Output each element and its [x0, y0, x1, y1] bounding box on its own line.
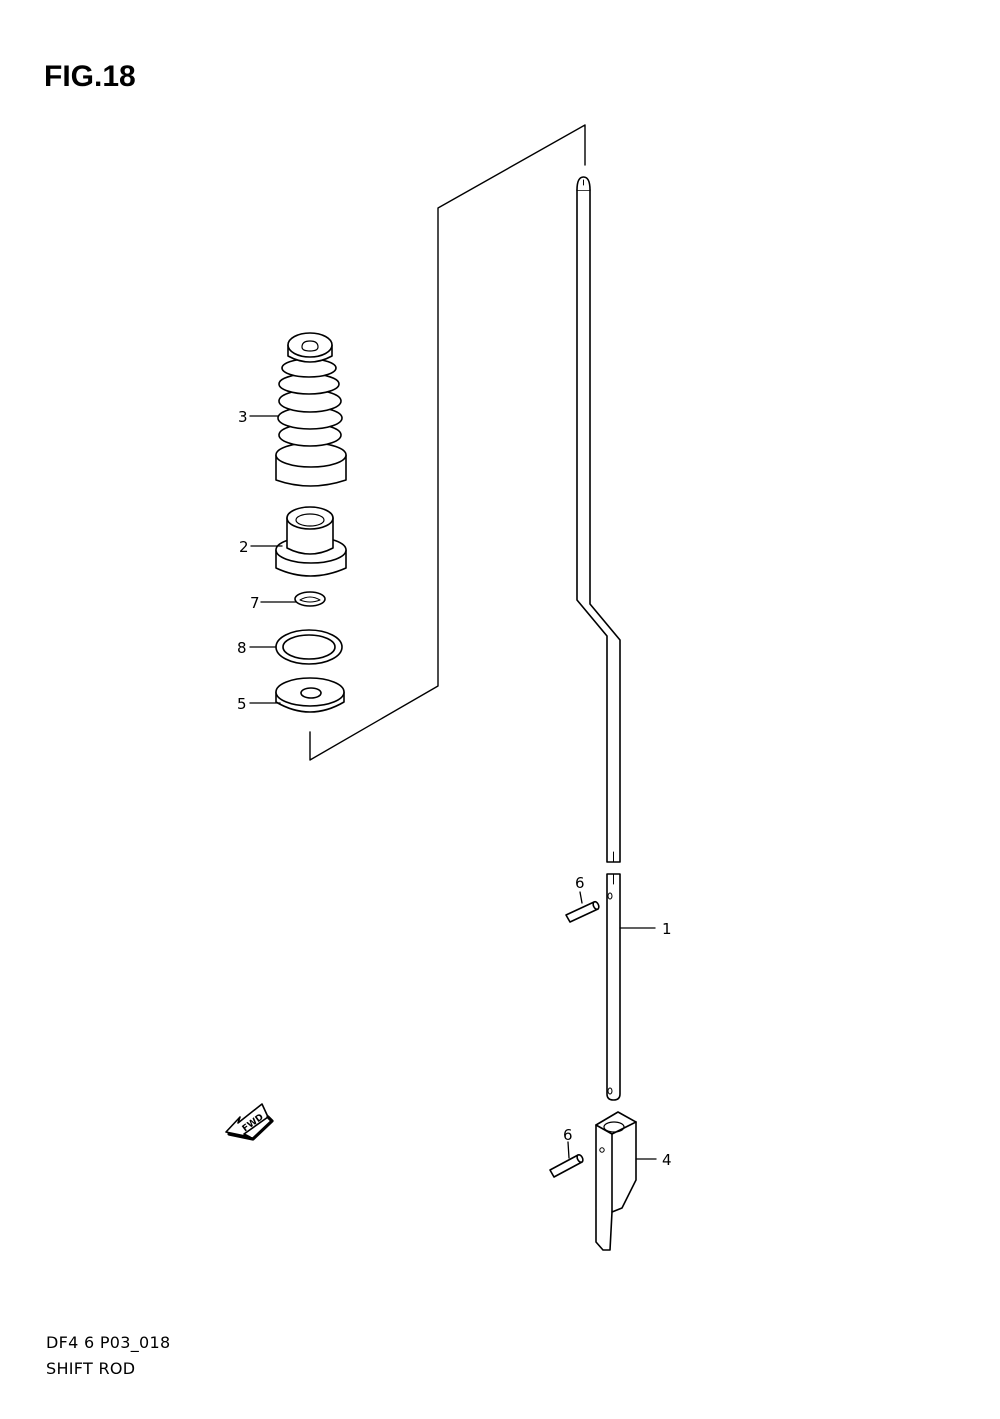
callout-part-3: 3 — [238, 408, 248, 426]
upper-pin — [565, 900, 600, 923]
figure-name: SHIFT ROD — [46, 1359, 136, 1378]
figure-title: FIG.18 — [44, 60, 136, 93]
callout-part-5: 5 — [237, 695, 247, 713]
callout-part-2: 2 — [239, 538, 249, 556]
callout-part-6-upper: 6 — [575, 874, 585, 892]
callout-part-7: 7 — [250, 594, 260, 612]
grommet — [275, 506, 347, 577]
large-o-ring — [275, 629, 343, 665]
callout-part-6-lower: 6 — [563, 1126, 573, 1144]
figure-code: DF4 6 P03_018 — [46, 1333, 171, 1352]
lower-pin — [549, 1153, 584, 1178]
upper-shift-rod — [576, 176, 621, 863]
small-o-ring — [294, 591, 326, 607]
lower-shift-rod — [606, 873, 621, 1101]
fwd-arrow-icon: FWD — [225, 1103, 274, 1141]
washer — [275, 677, 345, 713]
callout-part-8: 8 — [237, 639, 247, 657]
assembly-bracket-line — [309, 124, 586, 761]
shift-cam — [595, 1111, 637, 1251]
leader-lines — [249, 415, 657, 1160]
callout-part-1: 1 — [662, 920, 672, 938]
callout-part-4: 4 — [662, 1151, 672, 1169]
rubber-boot — [275, 332, 347, 487]
